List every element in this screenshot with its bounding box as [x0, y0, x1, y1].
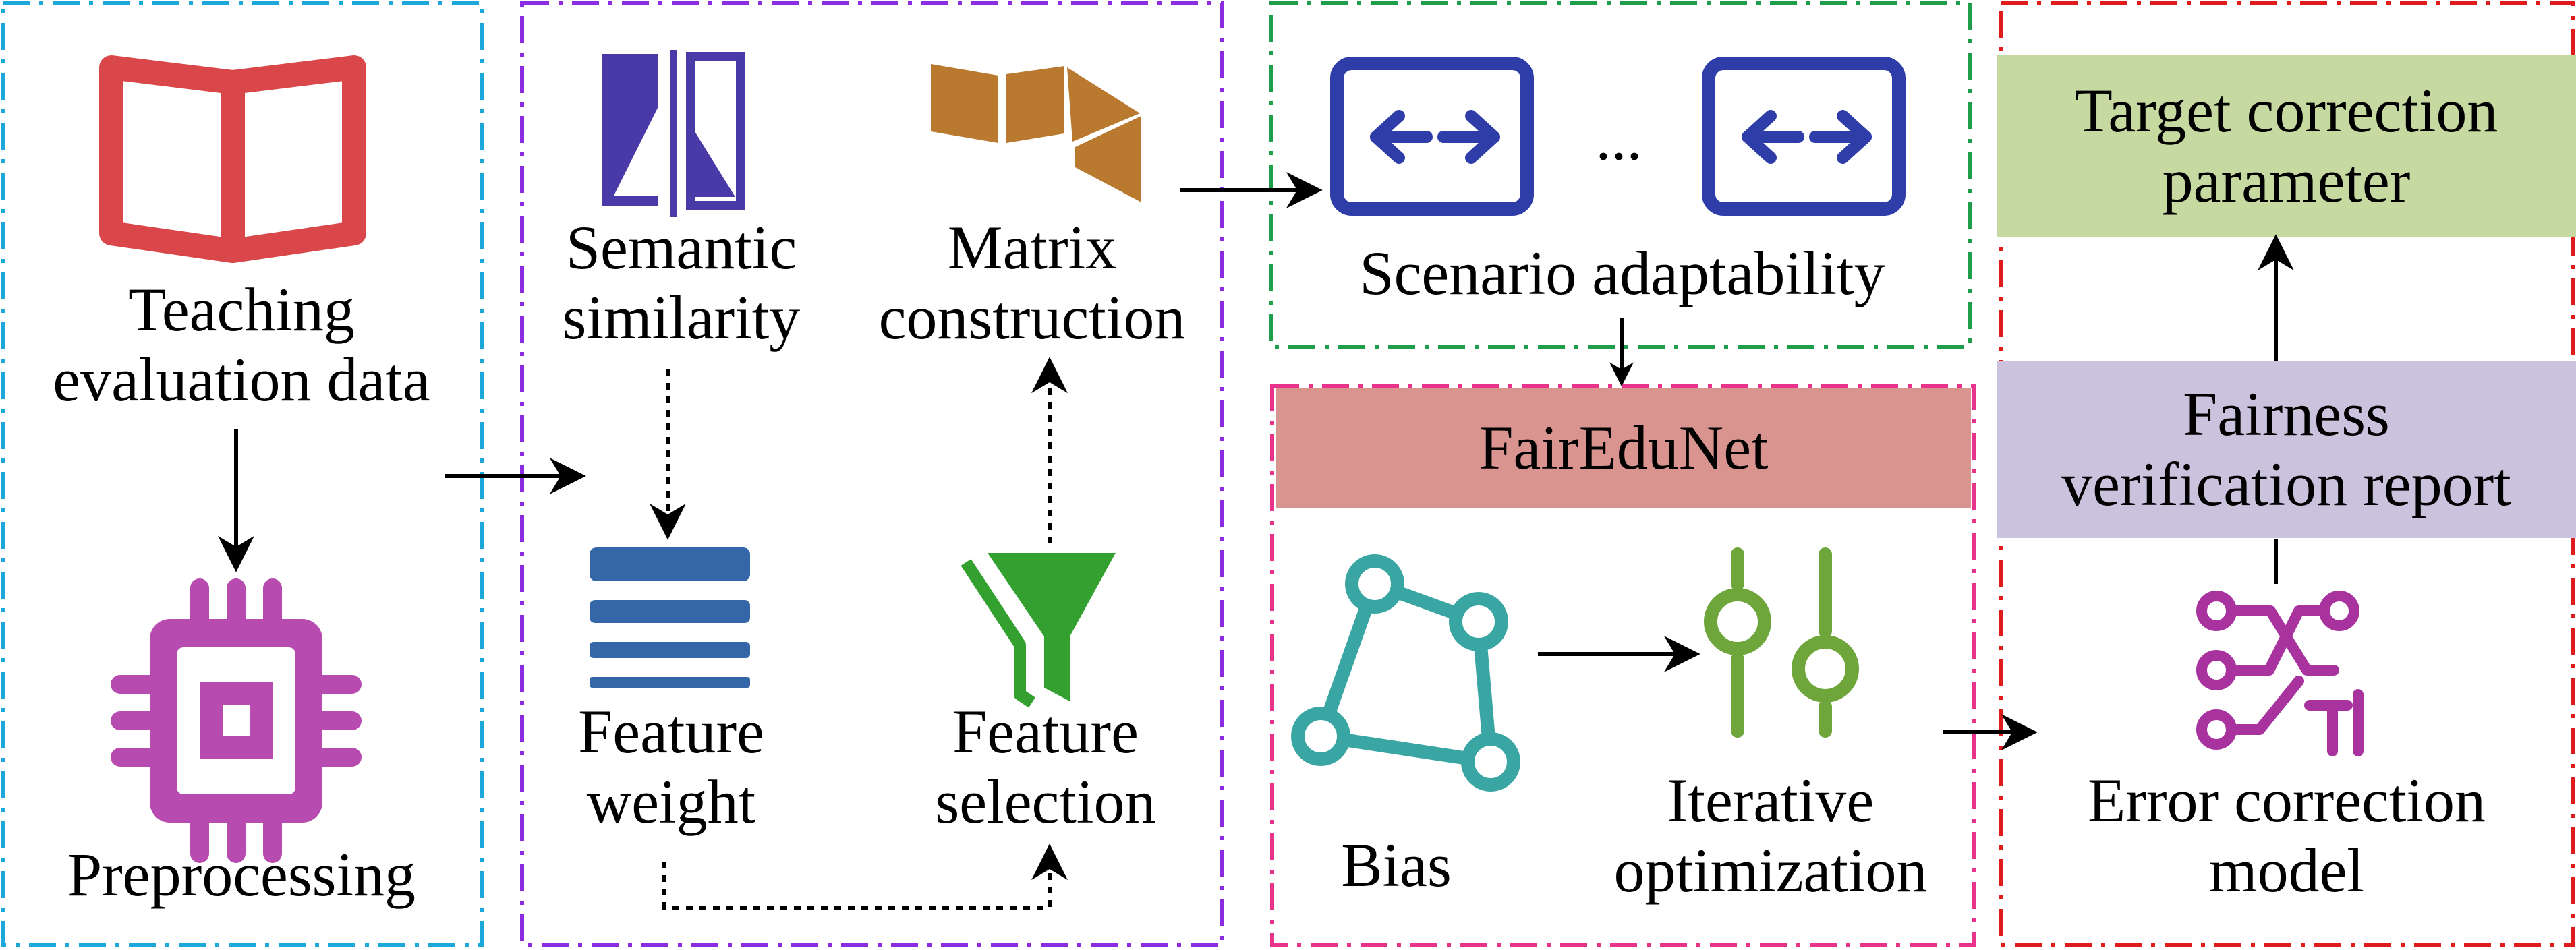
fairness-band	[1997, 361, 2576, 538]
label-target-correction-parameter: Target correction parameter	[2074, 76, 2498, 215]
faireedunet-band	[1276, 388, 1971, 508]
feature-weight-icon	[590, 547, 750, 688]
semantic-similarity-icon	[602, 50, 745, 217]
matrix-construction-icon	[931, 64, 1141, 202]
label-preprocessing: Preprocessing	[67, 840, 416, 909]
panel-data-input	[1, 1, 484, 947]
panel-feature-engineering	[520, 1, 1224, 947]
open-book-icon	[99, 55, 366, 263]
label-feature-selection: Feature selection	[935, 697, 1156, 836]
filter-icon	[961, 553, 1116, 708]
panel-scenario	[1269, 1, 1972, 349]
sliders-icon	[1704, 547, 1859, 738]
label-iterative-optimization: Iterative optimization	[1613, 766, 1928, 905]
label-feature-weight: Feature weight	[578, 697, 764, 836]
arrow-weight-to-selection	[662, 843, 1068, 910]
target-band	[1997, 55, 2576, 237]
label-ellipsis: ...	[1595, 104, 1642, 173]
label-semantic-similarity: Semantic similarity	[562, 213, 801, 352]
error-correction-icon	[2196, 591, 2364, 756]
label-scenario-adaptability: Scenario adaptability	[1359, 239, 1885, 307]
left-right-arrows-icon	[1330, 57, 1534, 216]
label-fairness-verification-report: Fairness verification report	[2061, 380, 2511, 518]
label-matrix-construction: Matrix construction	[878, 213, 1186, 352]
label-error-correction-model: Error correction model	[2087, 766, 2486, 905]
label-bias: Bias	[1341, 831, 1452, 899]
bias-graph-icon	[1291, 554, 1520, 792]
label-faireedunet: FairEduNet	[1479, 413, 1769, 483]
chip-icon	[111, 578, 362, 863]
label-teaching-evaluation-data: Teaching evaluation data	[53, 275, 430, 414]
left-right-arrows-icon-2	[1702, 57, 1906, 216]
